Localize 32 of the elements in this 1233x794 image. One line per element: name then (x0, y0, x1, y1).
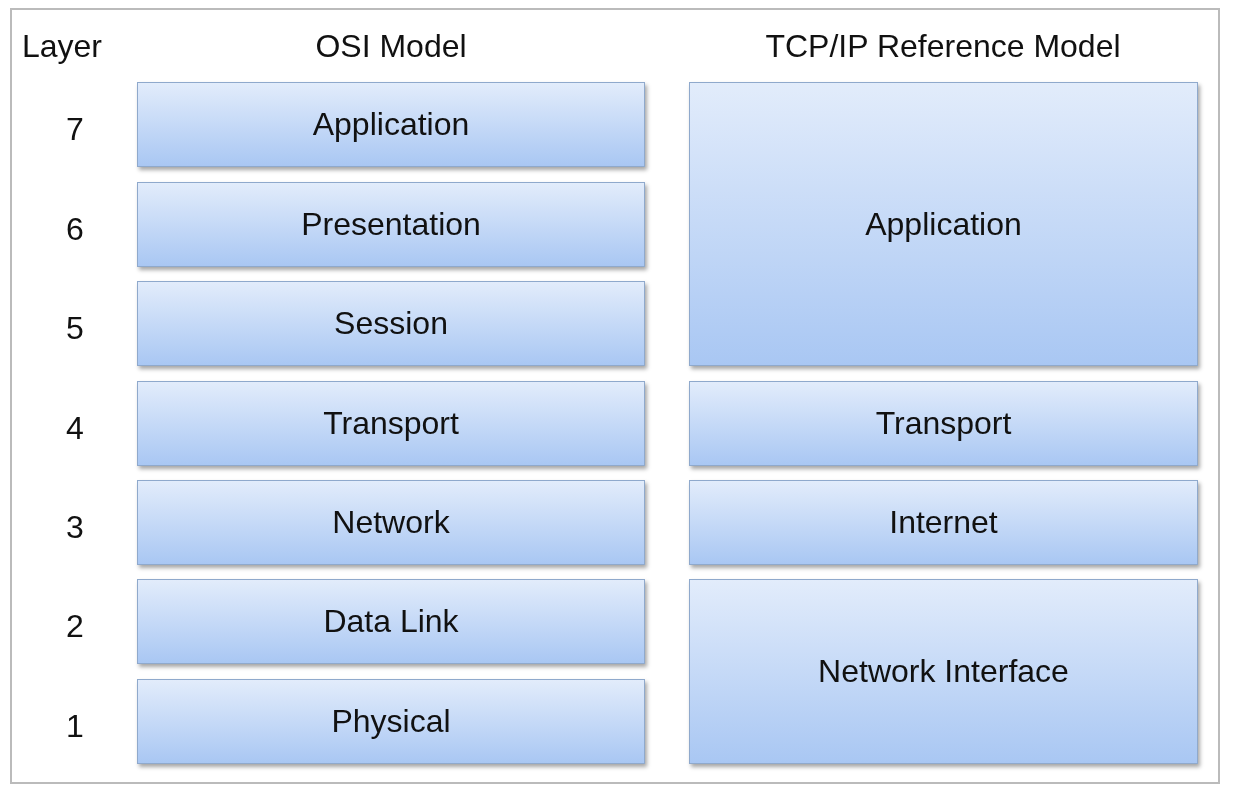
column-heading: OSI Model (315, 27, 467, 65)
layer-name: Data Link (323, 603, 459, 640)
layer-name: Presentation (301, 206, 481, 243)
layer-box (137, 281, 645, 366)
layer-box (137, 82, 645, 167)
layer-box (689, 82, 1198, 366)
layer-number: 6 (66, 210, 84, 247)
layer-box (137, 679, 645, 764)
layer-name: Network (332, 504, 450, 541)
layer-box (137, 480, 645, 565)
column-heading: TCP/IP Reference Model (765, 27, 1121, 65)
layer-number: 3 (66, 508, 84, 545)
layer-name: Application (865, 205, 1022, 243)
layer-box (137, 579, 645, 664)
layer-name: Transport (875, 405, 1012, 442)
layer-number: 7 (66, 110, 84, 147)
layer-box (689, 579, 1198, 764)
layer-number: 4 (66, 409, 84, 446)
layer-box (689, 381, 1198, 466)
layer-number: 5 (66, 309, 84, 346)
column-heading: Layer (22, 27, 102, 65)
layer-name: Internet (889, 504, 998, 541)
layer-name: Physical (331, 703, 451, 740)
layer-number: 2 (66, 607, 84, 644)
layer-box (137, 381, 645, 466)
layer-name: Application (312, 106, 470, 143)
layer-number: 1 (66, 707, 84, 744)
layer-name: Session (334, 305, 448, 342)
layer-box (137, 182, 645, 267)
layer-box (689, 480, 1198, 565)
layer-name: Transport (323, 405, 459, 442)
layer-name: Network Interface (818, 653, 1069, 690)
